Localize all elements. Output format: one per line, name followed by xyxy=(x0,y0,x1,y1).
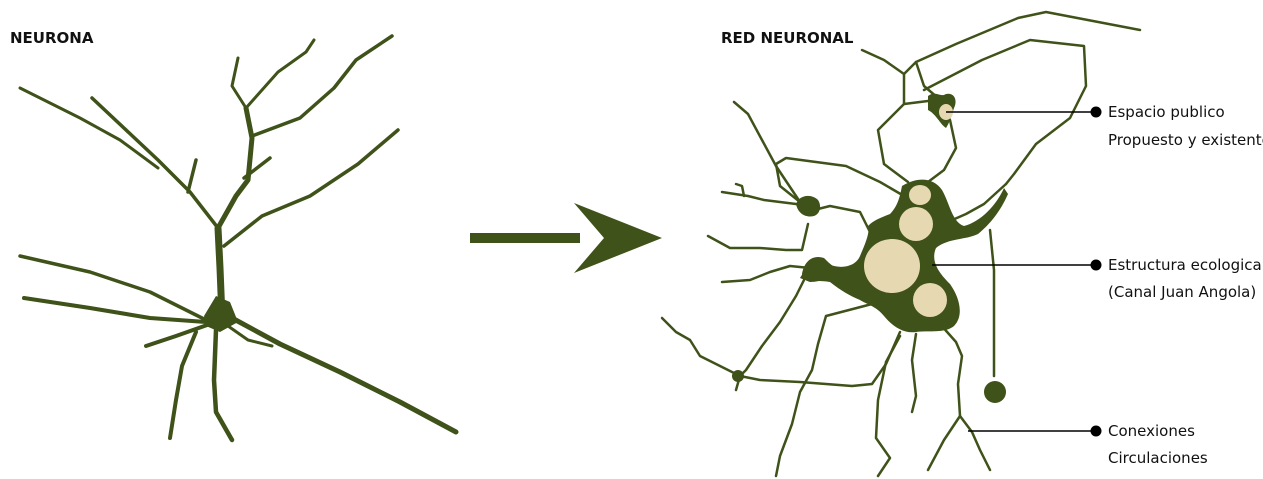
canal-space xyxy=(899,207,933,241)
neuron-dendrite xyxy=(218,108,252,228)
neuron-drawing xyxy=(20,36,456,440)
legend-label: Propuesto y existente xyxy=(1108,131,1263,149)
red-neuronal-title: RED NEURONAL xyxy=(721,29,854,47)
network-junction xyxy=(732,370,744,382)
neuron-axon xyxy=(232,318,456,432)
neuron-dendrite xyxy=(170,332,196,438)
leader-dot xyxy=(1091,260,1102,271)
neuron-dendrite xyxy=(214,330,232,440)
leader-dot xyxy=(1091,107,1102,118)
neuron-dendrite xyxy=(24,298,206,322)
neurona-title: NEURONA xyxy=(10,29,94,47)
legend-label: Estructura ecologica xyxy=(1108,256,1262,274)
neuron-dendrite xyxy=(146,324,210,346)
transform-arrow xyxy=(470,203,662,273)
leader-dot xyxy=(1091,426,1102,437)
canal-space xyxy=(913,283,947,317)
neuron-dendrite xyxy=(188,160,196,192)
legend: Espacio publico Propuesto y existente Es… xyxy=(932,103,1263,467)
canal-space xyxy=(909,185,931,205)
canal-space xyxy=(864,239,920,293)
network-drawing xyxy=(662,12,1140,476)
legend-label: Espacio publico xyxy=(1108,103,1225,121)
neuron-dendrite xyxy=(246,40,314,108)
network-node xyxy=(796,196,820,217)
neuron-dendrite xyxy=(92,98,218,228)
network-terminal-node xyxy=(984,381,1006,403)
neuron-dendrite xyxy=(20,88,158,168)
neuron-dendrite xyxy=(252,36,392,136)
legend-label: (Canal Juan Angola) xyxy=(1108,283,1256,301)
neuron-soma xyxy=(204,296,238,332)
neuron-dendrite xyxy=(232,58,246,108)
legend-label: Circulaciones xyxy=(1108,449,1208,467)
legend-label: Conexiones xyxy=(1108,422,1195,440)
